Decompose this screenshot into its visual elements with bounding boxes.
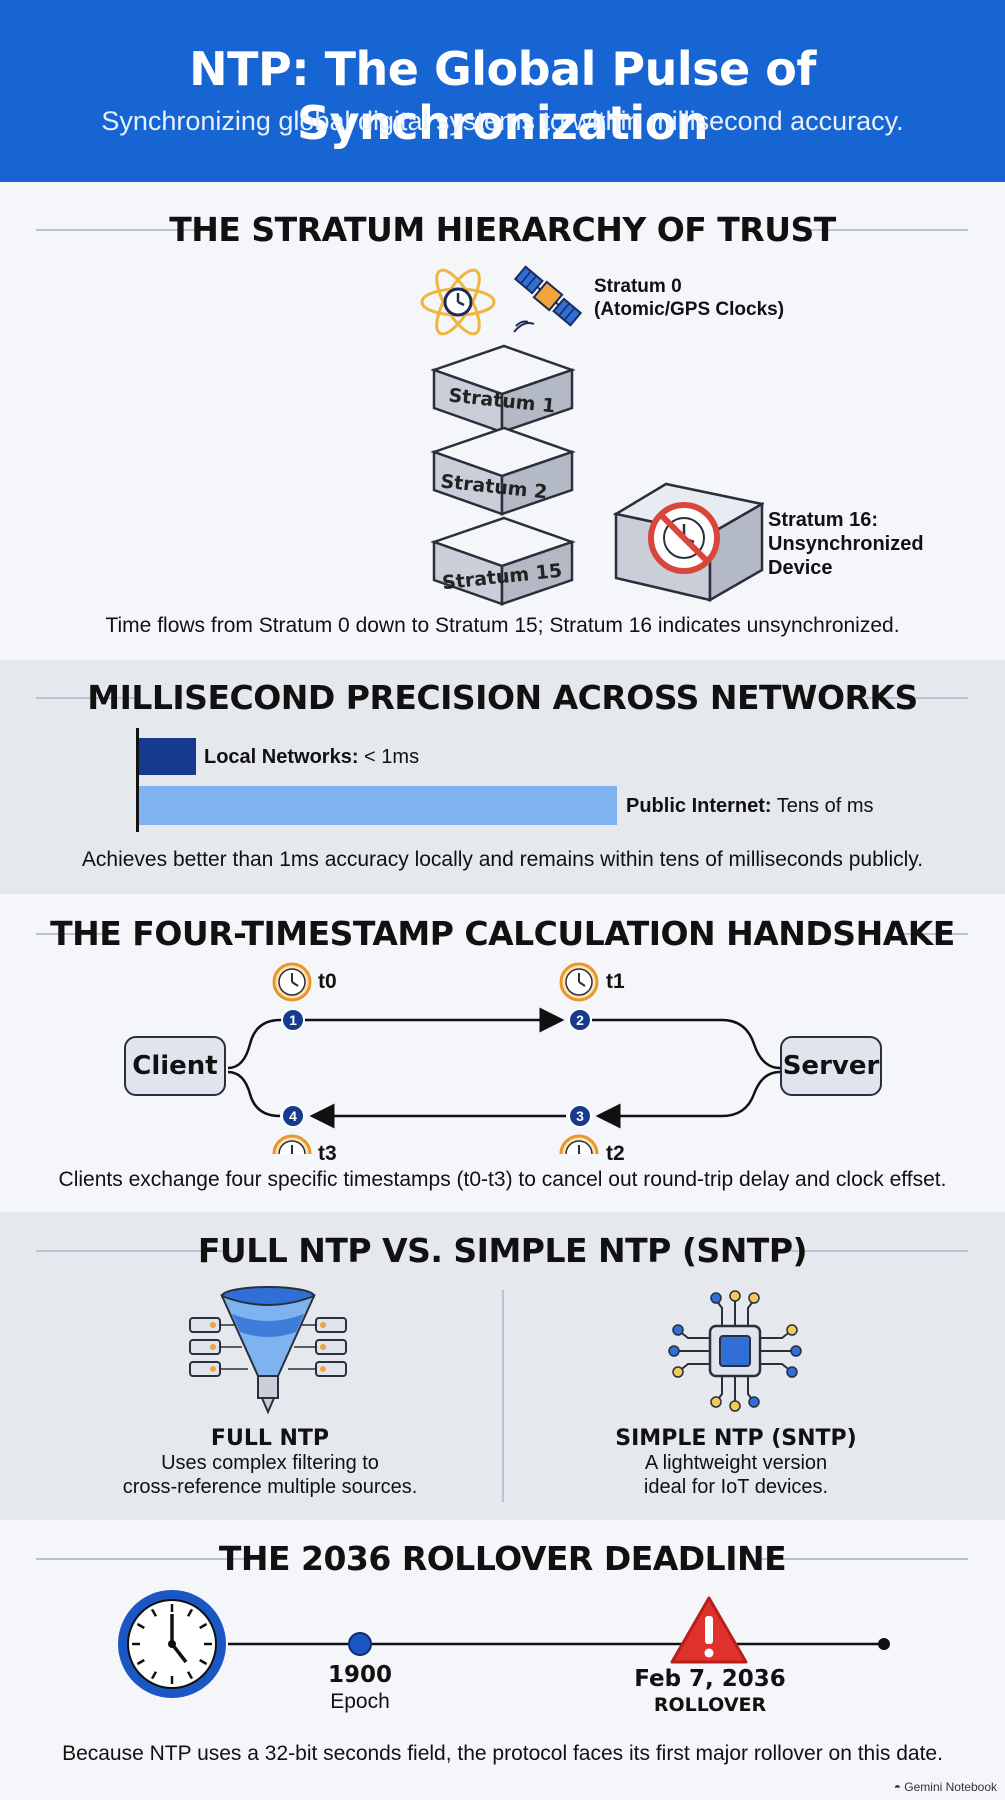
t2-label: t2: [606, 1142, 625, 1165]
title-rule-left: [36, 697, 140, 699]
atom-icon: [420, 268, 496, 336]
rollover-date: Feb 7, 2036: [634, 1666, 786, 1692]
title-rule-left: [36, 933, 108, 935]
request-path: [227, 1007, 565, 1070]
footer-brand: ◓ Gemini Notebook: [894, 1780, 997, 1794]
title-rule-right: [866, 697, 968, 699]
t1-clock-icon: [559, 962, 599, 1002]
rollover-caption: Because NTP uses a 32-bit seconds field,…: [62, 1742, 943, 1765]
sntp-line2: ideal for IoT devices.: [643, 1476, 829, 1498]
precision-section: MILLISECOND PRECISION ACROSS NETWORKS Lo…: [0, 660, 1005, 894]
epoch-year: 1900: [327, 1662, 392, 1688]
epoch-label: Epoch: [330, 1690, 390, 1713]
step-3-marker: 3: [568, 1104, 592, 1128]
svg-text:4: 4: [289, 1108, 297, 1124]
title-rule-right: [780, 1250, 968, 1252]
sntp-title: SIMPLE NTP (SNTP): [615, 1426, 857, 1451]
stratum-caption: Time flows from Stratum 0 down to Stratu…: [105, 614, 900, 637]
sntp-line1: A lightweight version: [644, 1452, 828, 1474]
local-value: < 1ms: [364, 746, 420, 768]
analog-clock-icon: [118, 1590, 226, 1698]
precision-section-title: MILLISECOND PRECISION ACROSS NETWORKS: [87, 678, 918, 717]
header-banner: NTP: The Global Pulse of Synchronization…: [0, 0, 1005, 182]
step-2-marker: 2: [568, 1008, 592, 1032]
handshake-caption: Clients exchange four specific timestamp…: [58, 1168, 947, 1191]
t0-label: t0: [318, 970, 337, 993]
response-end: [227, 1070, 281, 1118]
t0-clock-icon: [272, 962, 312, 1002]
internet-bar-label: Public Internet: Tens of ms: [626, 795, 873, 818]
brand-name: Gemini Notebook: [904, 1780, 997, 1794]
full-ntp-line1: Uses complex filtering to: [161, 1452, 379, 1474]
title-rule-left: [36, 229, 208, 231]
rollover-section-title: THE 2036 ROLLOVER DEADLINE: [218, 1539, 787, 1578]
stratum2-box: Stratum 2: [430, 426, 576, 516]
internet-label: Public Internet:: [626, 795, 772, 817]
internet-value: Tens of ms: [776, 795, 874, 817]
server-node: Server: [780, 1036, 882, 1096]
t3-label: t3: [318, 1142, 337, 1165]
request-continue: [580, 1018, 781, 1070]
comparison-section-title: FULL NTP VS. SIMPLE NTP (SNTP): [197, 1231, 808, 1270]
chip-icon: [668, 1290, 802, 1412]
title-rule-right: [758, 1558, 968, 1560]
response-path: [595, 1070, 781, 1129]
precision-caption: Achieves better than 1ms accuracy locall…: [81, 848, 924, 871]
stratum0-line2: (Atomic/GPS Clocks): [594, 299, 785, 320]
stratum16-line2: Unsynchronized: [768, 533, 924, 555]
title-rule-left: [36, 1250, 226, 1252]
stratum-section: THE STRATUM HIERARCHY OF TRUST Stratum 0…: [0, 182, 1005, 660]
funnel-filter-icon: [189, 1286, 347, 1415]
stratum0-label: Stratum 0 (Atomic/GPS Clocks): [594, 275, 784, 321]
comparison-section: FULL NTP VS. SIMPLE NTP (SNTP): [0, 1212, 1005, 1520]
t2-clock-icon: [559, 1134, 599, 1154]
comparison-divider: [502, 1290, 504, 1502]
svg-text:2: 2: [576, 1012, 584, 1028]
no-clock-icon: [648, 502, 720, 574]
local-bar: [139, 738, 196, 775]
stratum15-box: Stratum 15: [430, 516, 576, 606]
handshake-section: THE FOUR-TIMESTAMP CALCULATION HANDSHAKE…: [0, 894, 1005, 1212]
svg-text:1: 1: [289, 1012, 297, 1028]
local-bar-label: Local Networks: < 1ms: [204, 746, 419, 769]
timeline-end-marker: [878, 1638, 890, 1650]
handshake-section-title: THE FOUR-TIMESTAMP CALCULATION HANDSHAKE: [50, 914, 955, 953]
brand-icon: ◓: [893, 1780, 905, 1794]
title-rule-left: [36, 1558, 248, 1560]
title-rule-right: [796, 229, 968, 231]
full-ntp-line2: cross-reference multiple sources.: [122, 1476, 418, 1498]
satellite-icon: [513, 265, 583, 333]
t1-label: t1: [606, 970, 625, 993]
rollover-label: ROLLOVER: [653, 1694, 767, 1716]
svg-text:3: 3: [576, 1108, 584, 1124]
step-1-marker: 1: [281, 1008, 305, 1032]
rollover-section: THE 2036 ROLLOVER DEADLINE 1900: [0, 1520, 1005, 1800]
stratum1-box: Stratum 1: [430, 344, 576, 434]
full-ntp-description: Uses complex filtering to cross-referenc…: [60, 1451, 480, 1499]
stratum16-line3: Device: [768, 557, 833, 579]
step-4-marker: 4: [281, 1104, 305, 1128]
warning-icon: [670, 1596, 748, 1664]
stratum16-box: [612, 482, 764, 603]
sntp-description: A lightweight version ideal for IoT devi…: [526, 1451, 946, 1499]
handshake-diagram: 1 2 3 4: [227, 962, 781, 1154]
rollover-timeline: [118, 1590, 890, 1698]
stratum0-line1: Stratum 0: [594, 276, 682, 297]
t3-clock-icon: [272, 1134, 312, 1154]
stratum16-line1: Stratum 16:: [768, 509, 879, 531]
bar-axis: [136, 728, 139, 832]
local-label: Local Networks:: [204, 746, 359, 768]
internet-bar: [139, 786, 617, 825]
page-subtitle: Synchronizing global digital systems to …: [101, 106, 904, 136]
stratum-section-title: THE STRATUM HIERARCHY OF TRUST: [169, 210, 836, 249]
stratum16-label: Stratum 16: Unsynchronized Device: [768, 508, 924, 580]
title-rule-right: [898, 933, 968, 935]
epoch-marker: [348, 1632, 372, 1656]
client-node: Client: [124, 1036, 226, 1096]
full-ntp-title: FULL NTP: [210, 1426, 330, 1451]
page-title: NTP: The Global Pulse of Synchronization: [189, 42, 816, 150]
